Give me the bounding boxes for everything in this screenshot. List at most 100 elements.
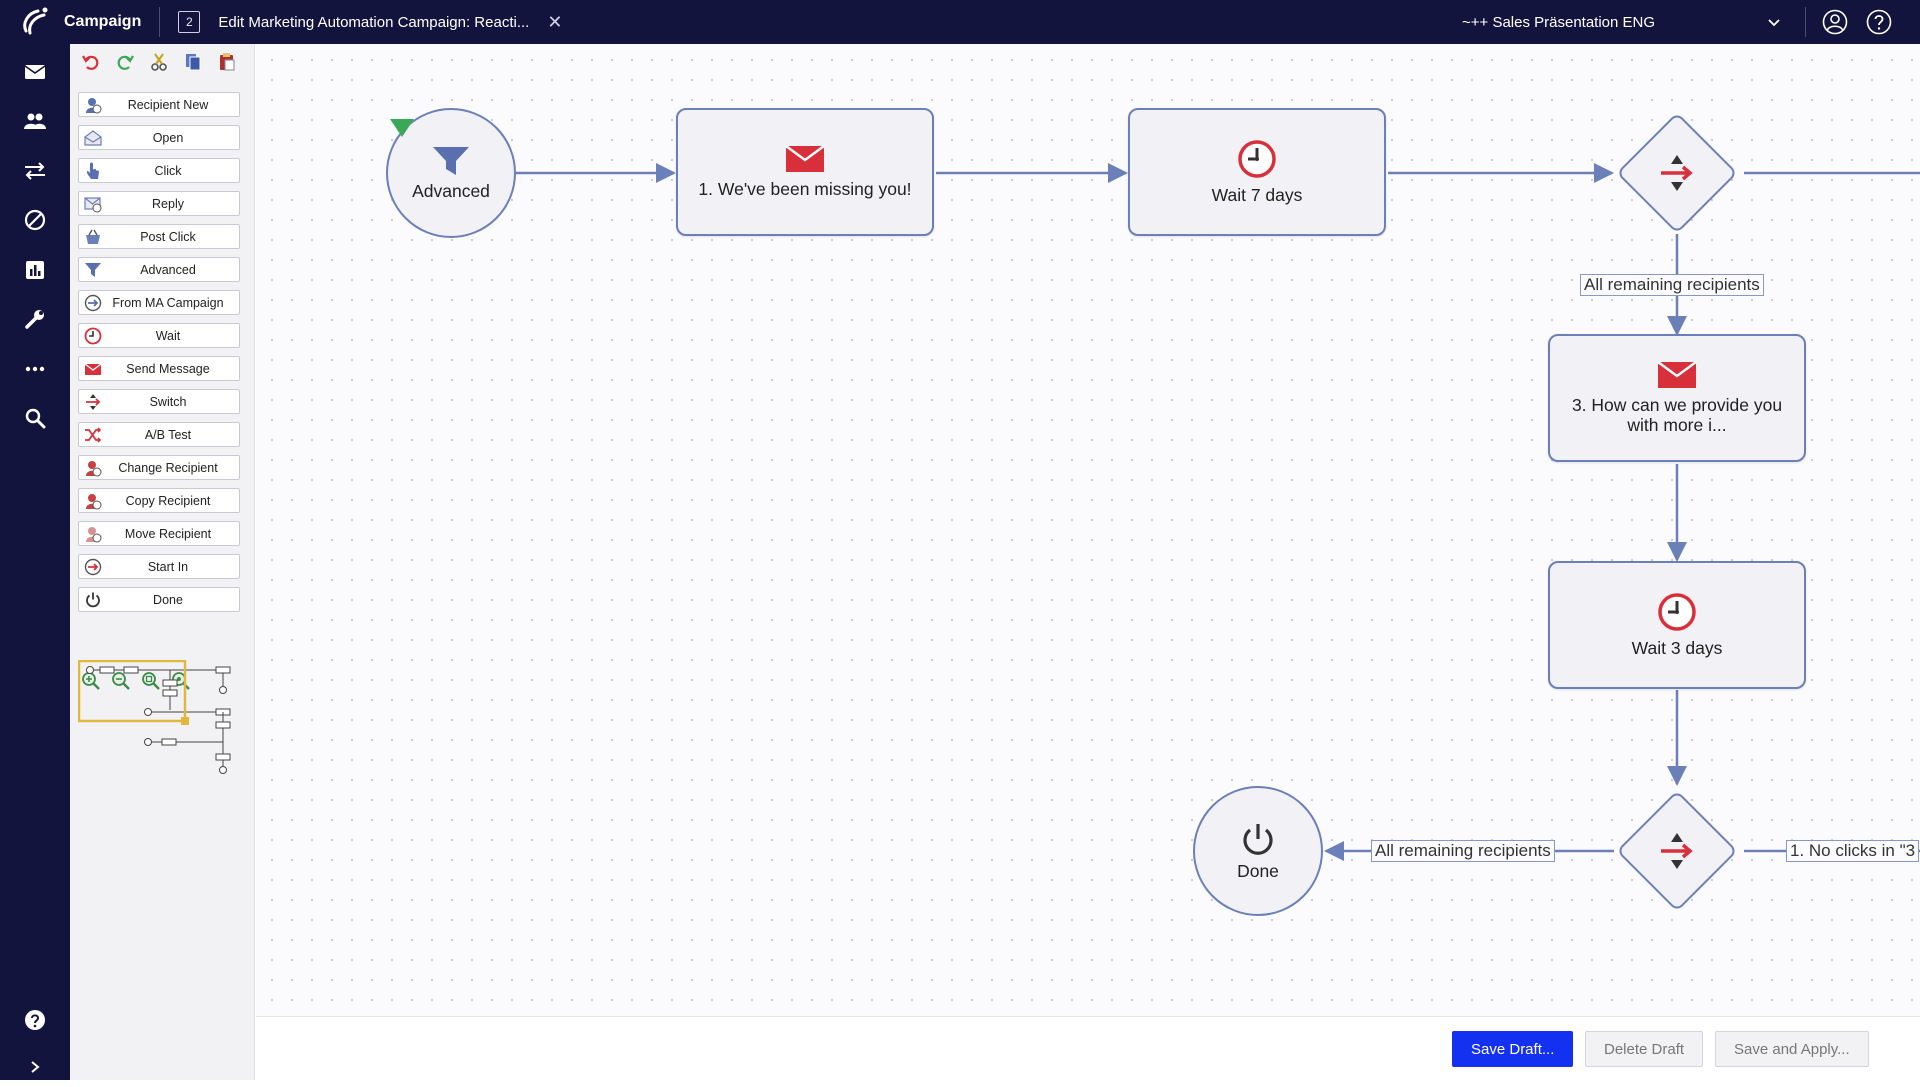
- save-draft-button[interactable]: Save Draft...: [1452, 1031, 1574, 1067]
- recipient-new-icon: [84, 96, 102, 114]
- palette-label: Wait: [155, 328, 181, 343]
- reports-icon[interactable]: [0, 250, 70, 290]
- palette-label: Post Click: [140, 229, 196, 244]
- start-node-advanced[interactable]: Advanced: [386, 108, 516, 238]
- divider: [1805, 7, 1806, 37]
- palette-label: Copy Recipient: [125, 493, 211, 508]
- app-name[interactable]: Campaign: [64, 13, 142, 30]
- palette-post-click[interactable]: Post Click: [78, 224, 240, 249]
- node-wait-3-days[interactable]: Wait 3 days: [1548, 561, 1806, 689]
- palette-open[interactable]: Open: [78, 125, 240, 150]
- palette-label: A/B Test: [144, 427, 192, 442]
- divider: [159, 7, 161, 37]
- node-label: Wait 3 days: [1631, 637, 1723, 658]
- palette-change-recipient[interactable]: Change Recipient: [78, 455, 240, 480]
- node-wait-7-days[interactable]: Wait 7 days: [1128, 108, 1386, 236]
- switch-icon: [1661, 833, 1693, 869]
- undo-icon[interactable]: [80, 51, 102, 73]
- reply-icon: [84, 195, 102, 213]
- copy-icon[interactable]: [182, 51, 204, 73]
- node-done[interactable]: Done: [1193, 786, 1323, 916]
- tab-count: 2: [186, 15, 193, 29]
- zoom-controls: [81, 671, 191, 691]
- chevron-down-icon[interactable]: [1766, 14, 1782, 30]
- copy-recipient-icon: [84, 492, 102, 510]
- user-account-icon[interactable]: [1822, 9, 1848, 35]
- palette-label: Move Recipient: [124, 526, 212, 541]
- workflow-canvas[interactable]: Advanced 1. We've been missing you! Wait…: [256, 44, 1920, 1016]
- open-mail-icon: [84, 129, 102, 147]
- node-send-message-1[interactable]: 1. We've been missing you!: [676, 108, 934, 236]
- edge-label-remaining-2[interactable]: All remaining recipients: [1371, 840, 1555, 862]
- switch-icon: [84, 393, 102, 411]
- envelope-icon: [84, 360, 102, 378]
- envelope-icon: [785, 144, 825, 172]
- tools-icon[interactable]: [0, 299, 70, 339]
- palette-move-recipient[interactable]: Move Recipient: [78, 521, 240, 546]
- save-and-apply-button[interactable]: Save and Apply...: [1715, 1031, 1869, 1067]
- app-logo-icon[interactable]: [0, 0, 70, 44]
- palette-label: Change Recipient: [118, 460, 218, 475]
- action-bar: Save Draft... Delete Draft Save and Appl…: [256, 1016, 1920, 1080]
- more-icon[interactable]: [0, 349, 70, 389]
- zoom-out-icon[interactable]: [111, 671, 131, 691]
- workspace-name: ~++ Sales Präsentation ENG: [1462, 13, 1656, 31]
- start-in-icon: [84, 558, 102, 576]
- element-palette: Recipient New Open Click Reply Post Clic…: [70, 44, 255, 1080]
- palette-wait[interactable]: Wait: [78, 323, 240, 348]
- contacts-icon[interactable]: [0, 101, 70, 141]
- palette-send-message[interactable]: Send Message: [78, 356, 240, 381]
- clock-icon: [1658, 592, 1696, 631]
- blocked-icon[interactable]: [0, 200, 70, 240]
- cut-icon[interactable]: [148, 51, 170, 73]
- palette-label: From MA Campaign: [112, 295, 224, 310]
- move-recipient-icon: [84, 525, 102, 543]
- mail-icon[interactable]: [0, 52, 70, 92]
- help-icon[interactable]: [0, 1000, 70, 1040]
- delete-draft-button[interactable]: Delete Draft: [1585, 1031, 1704, 1067]
- transfer-icon[interactable]: [0, 151, 70, 191]
- palette-ab-test[interactable]: A/B Test: [78, 422, 240, 447]
- palette-reply[interactable]: Reply: [78, 191, 240, 216]
- from-campaign-icon: [84, 294, 102, 312]
- palette-label: Start In: [147, 559, 189, 574]
- envelope-icon: [1657, 361, 1697, 388]
- palette-done[interactable]: Done: [78, 587, 240, 612]
- palette-advanced[interactable]: Advanced: [78, 257, 240, 282]
- edge-label-no-clicks[interactable]: 1. No clicks in "3: [1786, 840, 1920, 862]
- redo-icon[interactable]: [114, 51, 136, 73]
- tab-title[interactable]: Edit Marketing Automation Campaign: Reac…: [218, 13, 530, 31]
- zoom-in-icon[interactable]: [81, 671, 101, 691]
- close-tab-icon[interactable]: ✕: [547, 11, 563, 32]
- edge-label-remaining-1[interactable]: All remaining recipients: [1580, 274, 1764, 296]
- node-send-message-3[interactable]: 3. How can we provide you with more i...: [1548, 334, 1806, 462]
- help-icon[interactable]: [1866, 9, 1892, 35]
- switch-icon: [1661, 155, 1693, 191]
- filter-icon: [84, 261, 102, 279]
- palette-label: Open: [152, 130, 184, 145]
- minimap[interactable]: [78, 660, 243, 780]
- expand-nav-icon[interactable]: [0, 1047, 70, 1087]
- palette-label: Switch: [149, 394, 187, 409]
- palette-label: Recipient New: [127, 97, 209, 112]
- change-recipient-icon: [84, 459, 102, 477]
- palette-label: Click: [154, 163, 182, 178]
- power-icon: [84, 591, 102, 609]
- palette-switch[interactable]: Switch: [78, 389, 240, 414]
- post-click-icon: [84, 228, 102, 246]
- palette-recipient-new[interactable]: Recipient New: [78, 92, 240, 117]
- node-label: 1. We've been missing you!: [698, 178, 912, 199]
- workspace-selector[interactable]: ~++ Sales Präsentation ENG: [1462, 0, 1655, 44]
- node-label: Wait 7 days: [1211, 184, 1303, 205]
- node-label: Done: [1237, 860, 1279, 881]
- palette-label: Send Message: [126, 361, 210, 376]
- palette-click[interactable]: Click: [78, 158, 240, 183]
- palette-from-ma-campaign[interactable]: From MA Campaign: [78, 290, 240, 315]
- clock-icon: [1238, 139, 1276, 178]
- search-icon[interactable]: [0, 398, 70, 438]
- paste-icon[interactable]: [216, 51, 238, 73]
- palette-start-in[interactable]: Start In: [78, 554, 240, 579]
- zoom-fit-icon[interactable]: [141, 671, 161, 691]
- palette-copy-recipient[interactable]: Copy Recipient: [78, 488, 240, 513]
- tab-count-icon[interactable]: 2: [178, 11, 201, 33]
